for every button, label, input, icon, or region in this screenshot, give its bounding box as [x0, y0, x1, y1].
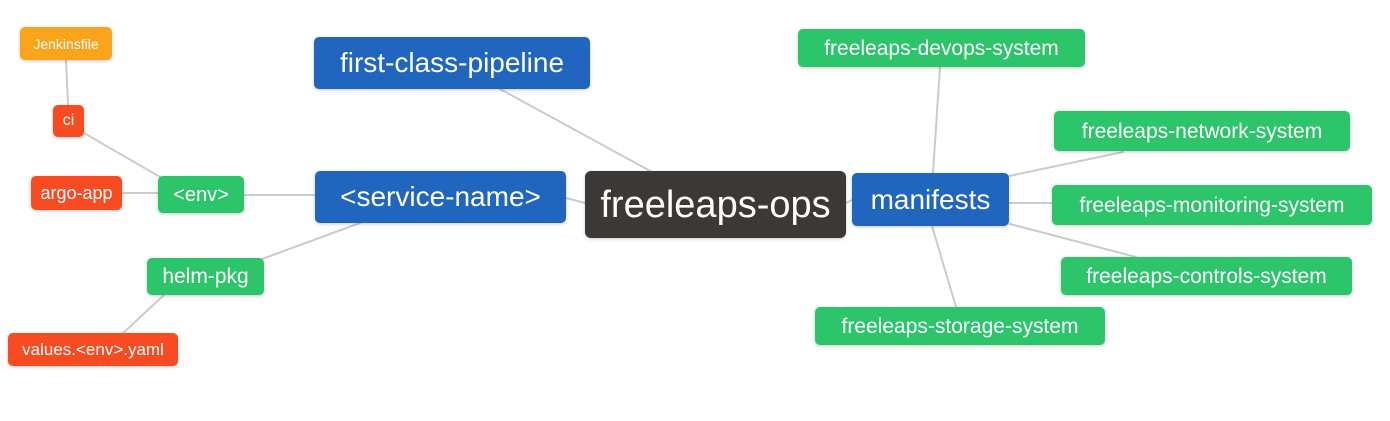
node-ci[interactable]: ci [53, 105, 84, 137]
node-freeleaps-devops-system[interactable]: freeleaps-devops-system [798, 29, 1085, 67]
edge-jenkinsfile--ci [65, 59, 69, 106]
edge-helm-pkg--values-env-yaml [121, 294, 165, 335]
node-freeleaps-storage-system[interactable]: freeleaps-storage-system [815, 307, 1105, 345]
node-values-env-yaml[interactable]: values.<env>.yaml [8, 333, 178, 366]
node-freeleaps-ops[interactable]: freeleaps-ops [585, 171, 846, 238]
node-freeleaps-network-system[interactable]: freeleaps-network-system [1054, 111, 1350, 151]
node-env[interactable]: <env> [158, 176, 244, 213]
edge-manifests--freeleaps-network-system [1008, 151, 1124, 177]
node-first-class-pipeline[interactable]: first-class-pipeline [314, 37, 590, 89]
edge-service-name--freeleaps-ops [565, 197, 586, 204]
edge-manifests--freeleaps-controls-system [1009, 223, 1137, 258]
edge-ci--env [83, 132, 161, 178]
edge-manifests--freeleaps-storage-system [931, 225, 957, 308]
node-helm-pkg[interactable]: helm-pkg [147, 258, 264, 295]
edge-freeleaps-ops--manifests [845, 199, 853, 204]
node-manifests[interactable]: manifests [852, 173, 1009, 226]
node-service-name[interactable]: <service-name> [315, 171, 566, 223]
edge-manifests--freeleaps-devops-system [932, 66, 941, 174]
node-argo-app[interactable]: argo-app [31, 176, 122, 210]
edge-first-class-pipeline--freeleaps-ops [499, 88, 653, 173]
edge-service-name--helm-pkg [261, 222, 361, 260]
node-freeleaps-controls-system[interactable]: freeleaps-controls-system [1061, 257, 1352, 295]
node-freeleaps-monitoring-system[interactable]: freeleaps-monitoring-system [1052, 185, 1372, 225]
node-jenkinsfile[interactable]: Jenkinsfile [20, 27, 112, 60]
